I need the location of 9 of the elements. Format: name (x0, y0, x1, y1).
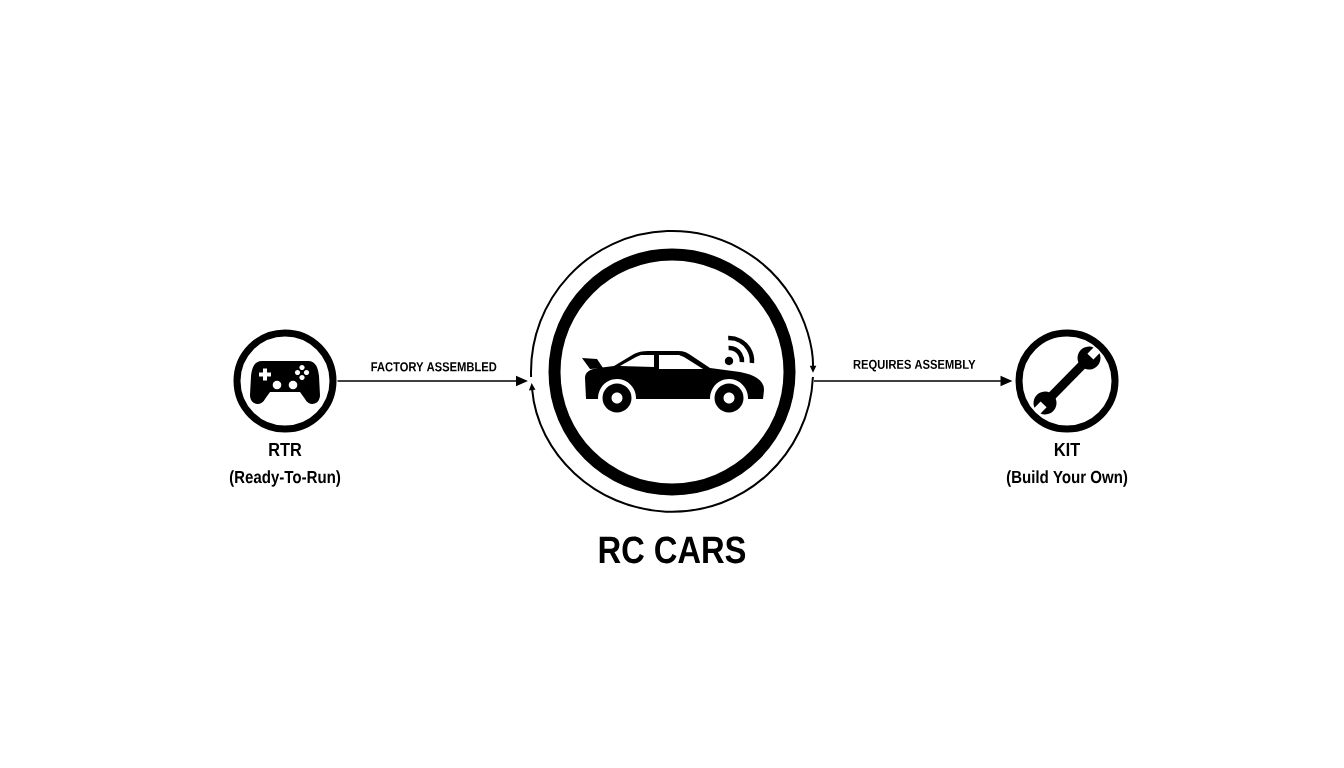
circular-arrow (528, 375, 814, 513)
node-sublabel: (Build Your Own) (1006, 470, 1128, 487)
node-sublabel: (Ready-To-Run) (229, 470, 341, 487)
edge-label: FACTORY ASSEMBLED (369, 360, 499, 373)
edge-label: REQUIRES ASSEMBLY (851, 358, 977, 373)
circular-arrow (530, 230, 817, 378)
node-label: RTR (269, 442, 302, 456)
node-label: KIT (1054, 442, 1080, 456)
node-label: RC CARS (599, 536, 746, 564)
